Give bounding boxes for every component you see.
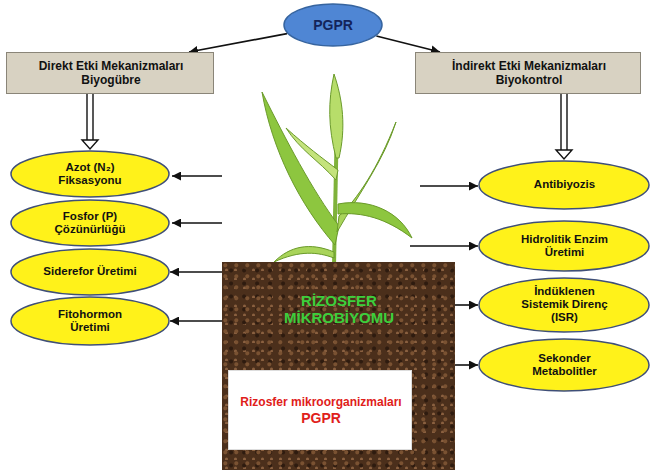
connector <box>556 94 572 159</box>
text-group: Siderefor Üretimi <box>42 265 138 278</box>
node-label: Direkt Etki Mekanizmaları Biyogübre <box>21 60 201 88</box>
connector <box>455 305 478 306</box>
connector <box>189 34 287 52</box>
ellipse-outline <box>10 150 170 198</box>
node-label: RİZOSFER MİKROBİYOMU <box>264 292 414 327</box>
node-label: İndüklenen Sistemik Direnç (ISR) <box>513 285 616 325</box>
text-group: Direkt Etki Mekanizmaları Biyogübre <box>21 60 201 88</box>
node-label: Antibiyozis <box>513 178 616 191</box>
ellipse-outline <box>10 199 170 247</box>
ellipse-shape <box>479 161 649 209</box>
text-group: Rizosfer mikroorganizmalarıPGPR <box>233 396 409 426</box>
text-group: RİZOSFER MİKROBİYOMU <box>264 292 414 327</box>
node-label: PGPR <box>233 410 409 426</box>
mechanism-ellipse: Sekonder Metabolitler <box>478 338 650 392</box>
ellipse-shape <box>479 278 649 332</box>
ellipse-outline <box>478 220 650 272</box>
category-box: Direkt Etki Mekanizmaları Biyogübre <box>6 52 214 94</box>
effect-arrow <box>172 222 222 224</box>
node-label: Fosfor (P) Çözünürlüğü <box>42 210 138 236</box>
text-group: Hidrolitik Enzim Üretimi <box>513 233 616 259</box>
mechanism-ellipse: Azot (N₂) Fiksasyonu <box>10 150 170 198</box>
plant-leaf <box>274 247 334 262</box>
connector <box>82 94 98 149</box>
effect-arrow <box>172 175 222 177</box>
text-group: İndirekt Etki Mekanizmaları Biyokontrol <box>433 60 625 88</box>
text-group: PGPR <box>302 17 364 33</box>
mechanism-ellipse: İndüklenen Sistemik Direnç (ISR) <box>478 277 650 333</box>
ellipse-shape <box>11 249 169 295</box>
ellipse-outline <box>10 296 170 346</box>
mechanism-ellipse: Hidrolitik Enzim Üretimi <box>478 220 650 272</box>
node-label: PGPR <box>302 17 364 33</box>
plant-leaf <box>286 128 338 180</box>
text-group: Fitohormon Üretimi <box>42 308 138 334</box>
node-label: Fitohormon Üretimi <box>42 308 138 334</box>
plant-leaf <box>338 203 412 238</box>
connector <box>170 272 222 273</box>
plant-arrows <box>172 176 478 246</box>
node-label: İndirekt Etki Mekanizmaları Biyokontrol <box>433 60 625 88</box>
mechanism-ellipse: Antibiyozis <box>478 160 650 210</box>
ellipse-shape <box>479 221 649 271</box>
text-group: Fosfor (P) Çözünürlüğü <box>42 210 138 236</box>
text-group: İndüklenen Sistemik Direnç (ISR) <box>513 285 616 325</box>
connector <box>455 365 478 366</box>
ellipse-shape <box>11 200 169 246</box>
effect-arrow <box>410 245 478 247</box>
node-label: Azot (N₂) Fiksasyonu <box>42 161 138 187</box>
ellipse-shape <box>11 151 169 197</box>
node-label: Sekonder Metabolitler <box>513 352 616 378</box>
plant-leaf <box>262 92 339 245</box>
plant-leaf <box>330 74 343 158</box>
ellipse-outline <box>478 338 650 392</box>
node-label: Siderefor Üretimi <box>42 265 138 278</box>
effect-arrow <box>420 185 478 187</box>
text-group: Antibiyozis <box>513 178 616 191</box>
mechanism-ellipse: Fosfor (P) Çözünürlüğü <box>10 199 170 247</box>
connector <box>376 36 440 52</box>
ellipse-shape <box>11 297 169 345</box>
mechanism-ellipse: Fitohormon Üretimi <box>10 296 170 346</box>
connector <box>170 321 222 322</box>
node-label: Hidrolitik Enzim Üretimi <box>513 233 616 259</box>
text-group: Azot (N₂) Fiksasyonu <box>42 161 138 187</box>
microorganism-box: Rizosfer mikroorganizmalarıPGPR <box>228 370 412 450</box>
pgpr-ellipse: PGPR <box>283 3 383 47</box>
ellipse-shape <box>284 4 382 46</box>
category-box: İndirekt Etki Mekanizmaları Biyokontrol <box>415 52 641 94</box>
text-group: Sekonder Metabolitler <box>513 352 616 378</box>
ellipse-shape <box>479 339 649 391</box>
soil-region: RİZOSFER MİKROBİYOMU Rizosfer mikroorgani… <box>222 262 455 470</box>
plant-leaves <box>262 74 412 266</box>
mechanism-ellipse: Siderefor Üretimi <box>10 248 170 296</box>
node-label: Rizosfer mikroorganizmaları <box>233 396 409 410</box>
